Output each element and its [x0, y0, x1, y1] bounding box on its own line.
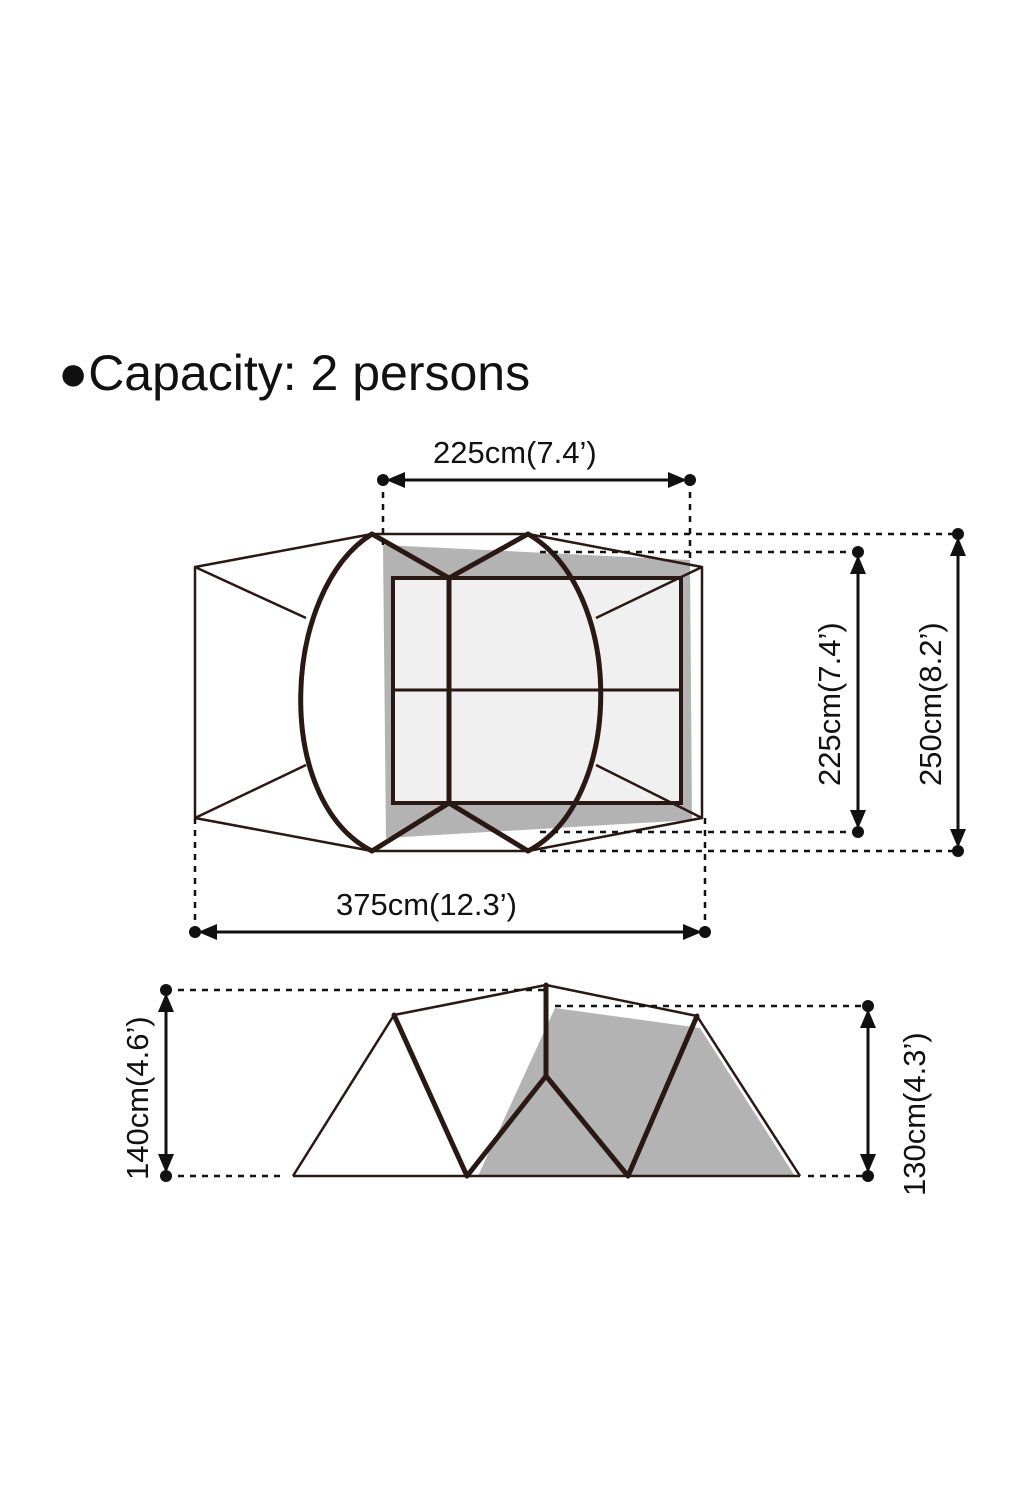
dimension-outer-width — [540, 528, 966, 857]
total-length-label: 375cm(12.3’) — [336, 887, 517, 922]
inner-width-label: 225cm(7.4’) — [812, 622, 847, 786]
rear-arch-pole — [525, 531, 604, 854]
dimension-inner-length — [377, 472, 696, 560]
dimension-total-height — [158, 984, 546, 1182]
capacity-title: ●Capacity: 2 persons — [58, 345, 530, 401]
dimension-total-length — [189, 818, 711, 940]
front-pole-side — [391, 1012, 470, 1179]
vestibule-line — [194, 565, 307, 620]
tent-side-view — [291, 982, 802, 1179]
front-arch-pole — [298, 531, 375, 854]
fly-outline — [193, 532, 704, 853]
rear-line — [595, 565, 703, 620]
outer-width-label: 250cm(8.2’) — [913, 622, 948, 786]
tent-top-view — [193, 531, 704, 854]
inner-length-label: 225cm(7.4’) — [433, 435, 597, 470]
rear-line — [595, 763, 703, 820]
inner-tent-side-shadow — [478, 1008, 795, 1176]
rear-pole-side — [625, 1013, 700, 1179]
inner-height-label: 130cm(4.3’) — [897, 1032, 932, 1196]
dimension-inner-height — [555, 1000, 876, 1182]
cross-poles-side — [464, 1073, 631, 1179]
vestibule-line — [194, 763, 307, 820]
dimension-inner-width — [540, 546, 866, 838]
total-height-label: 140cm(4.6’) — [120, 1016, 155, 1180]
